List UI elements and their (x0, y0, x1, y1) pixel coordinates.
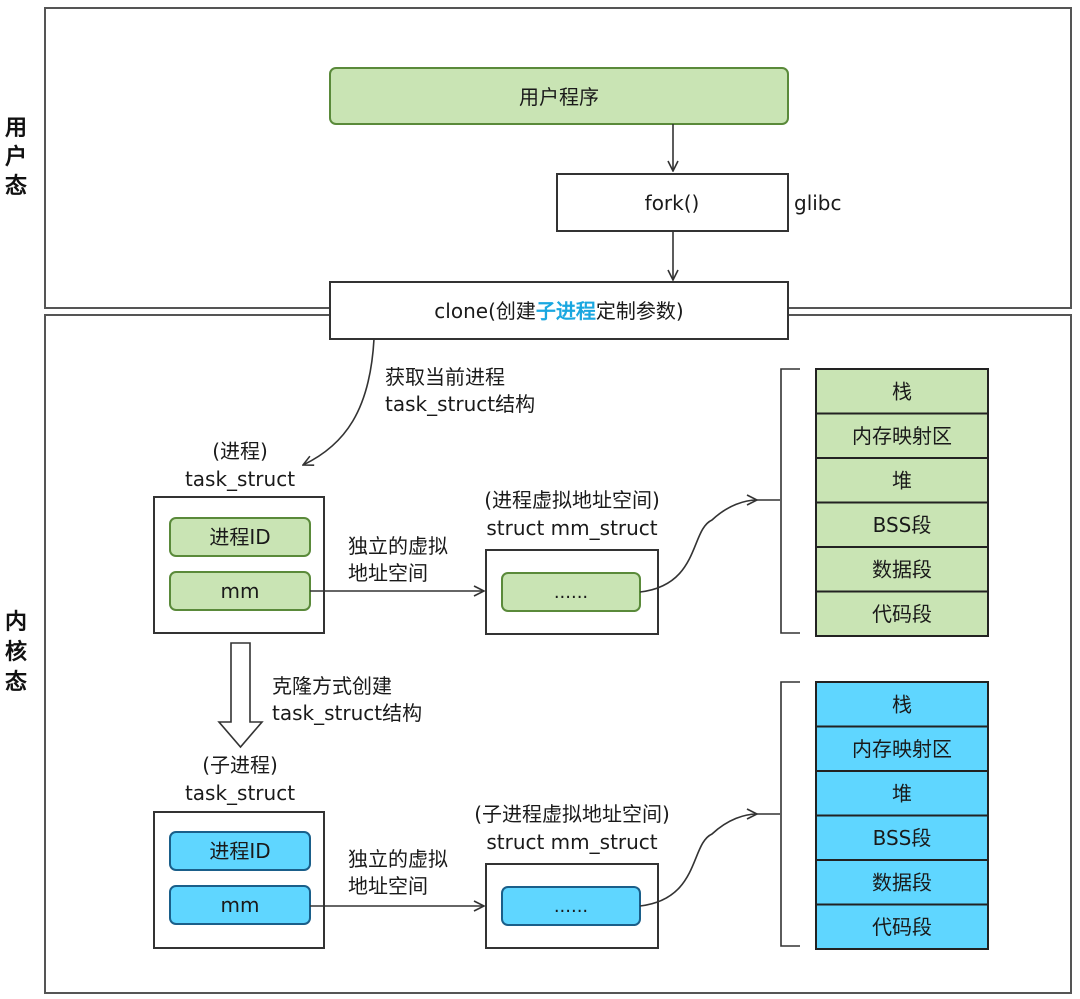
user-program-box (329, 67, 789, 125)
parent-link-line2: 地址空间 (348, 561, 428, 585)
child-segment-label: 数据段 (872, 870, 932, 894)
child-segment-label: 代码段 (872, 915, 932, 939)
parent-vm-title-line2: struct mm_struct (486, 516, 657, 540)
child-pid-label: 进程ID (209, 839, 270, 863)
parent-segment-label: 数据段 (872, 557, 932, 581)
parent-pid-field (169, 517, 311, 557)
child-segment-label: 内存映射区 (852, 737, 952, 761)
parent-title-line1: (进程) (212, 439, 268, 463)
child-mm-struct-ellipsis: ...... (554, 896, 588, 917)
parent-segment-box (815, 368, 989, 415)
parent-segment-label: BSS段 (873, 513, 932, 537)
parent-mm-struct-ellipsis: ...... (554, 582, 588, 603)
user-space-char-3: 态 (5, 173, 27, 199)
clone-label-suffix: 定制参数) (596, 299, 684, 323)
user-program-label: 用户程序 (519, 85, 599, 109)
parent-vm-curve-arrow (639, 500, 757, 593)
child-vm-title-line2: struct mm_struct (486, 830, 657, 854)
parent-segment-box (815, 546, 989, 593)
child-segment-box (815, 681, 989, 728)
parent-segment-label: 内存映射区 (852, 424, 952, 448)
parent-title-line2: task_struct (185, 467, 295, 491)
child-title-line2: task_struct (185, 781, 295, 805)
user-space-label: 用 户 态 (5, 116, 27, 199)
parent-mm-label: mm (221, 579, 260, 603)
parent-segment-box (815, 501, 989, 548)
child-mm-field (169, 885, 311, 925)
parent-segment-label: 栈 (892, 379, 912, 403)
parent-process: (进程) task_struct 进程ID mm 独立的虚拟 地址空间 (进程虚… (153, 368, 989, 637)
parent-link-line1: 独立的虚拟 (348, 534, 448, 558)
parent-segment-box (815, 412, 989, 459)
clone-label: clone(创建子进程定制参数) (434, 299, 683, 323)
clone-step-line2: task_struct结构 (272, 701, 422, 725)
parent-segment-label: 堆 (892, 468, 912, 492)
parent-segment-box (815, 457, 989, 504)
user-space-char-1: 用 (5, 116, 27, 141)
kernel-space-char-1: 内 (5, 610, 27, 635)
clone-down-arrow (217, 642, 264, 749)
fork-label: fork() (645, 191, 700, 215)
child-segment-box (815, 903, 989, 950)
parent-segment-label: 代码段 (872, 602, 932, 626)
clone-box (329, 281, 789, 340)
child-link-line1: 独立的虚拟 (348, 847, 448, 871)
child-segments-bracket (780, 681, 800, 947)
kernel-space-char-3: 态 (5, 669, 27, 695)
clone-step-line1: 克隆方式创建 (272, 674, 392, 698)
parent-pid-label: 进程ID (209, 525, 270, 549)
arrow-clone-to-task-struct (303, 338, 375, 465)
user-space-frame (44, 7, 1072, 309)
child-segment-label: BSS段 (873, 826, 932, 850)
child-mm-label: mm (221, 893, 260, 917)
child-segment-box (815, 859, 989, 906)
child-process: (子进程) task_struct 进程ID mm 独立的虚拟 地址空间 (子进… (153, 681, 989, 950)
fork-box (556, 173, 789, 232)
glibc-label: glibc (794, 191, 842, 215)
child-segment-label: 堆 (892, 781, 912, 805)
user-space-char-2: 户 (5, 144, 27, 170)
parent-vm-title-line1: (进程虚拟地址空间) (484, 488, 660, 512)
kernel-space-label: 内 核 态 (5, 610, 27, 695)
get-current-line2: task_struct结构 (385, 392, 535, 416)
child-vm-curve-arrow (639, 814, 757, 907)
child-vm-title-line1: (子进程虚拟地址空间) (474, 802, 670, 826)
clone-label-prefix: clone(创建 (434, 299, 536, 323)
child-pid-field (169, 831, 311, 871)
child-segment-label: 栈 (892, 692, 912, 716)
parent-segment-box (815, 590, 989, 637)
kernel-space-char-2: 核 (5, 639, 27, 665)
get-current-line1: 获取当前进程 (385, 365, 505, 389)
child-title-line1: (子进程) (202, 753, 278, 777)
child-link-line2: 地址空间 (348, 874, 428, 898)
parent-segments-bracket (780, 368, 800, 634)
clone-label-highlight: 子进程 (536, 299, 596, 323)
child-segment-box (815, 770, 989, 817)
